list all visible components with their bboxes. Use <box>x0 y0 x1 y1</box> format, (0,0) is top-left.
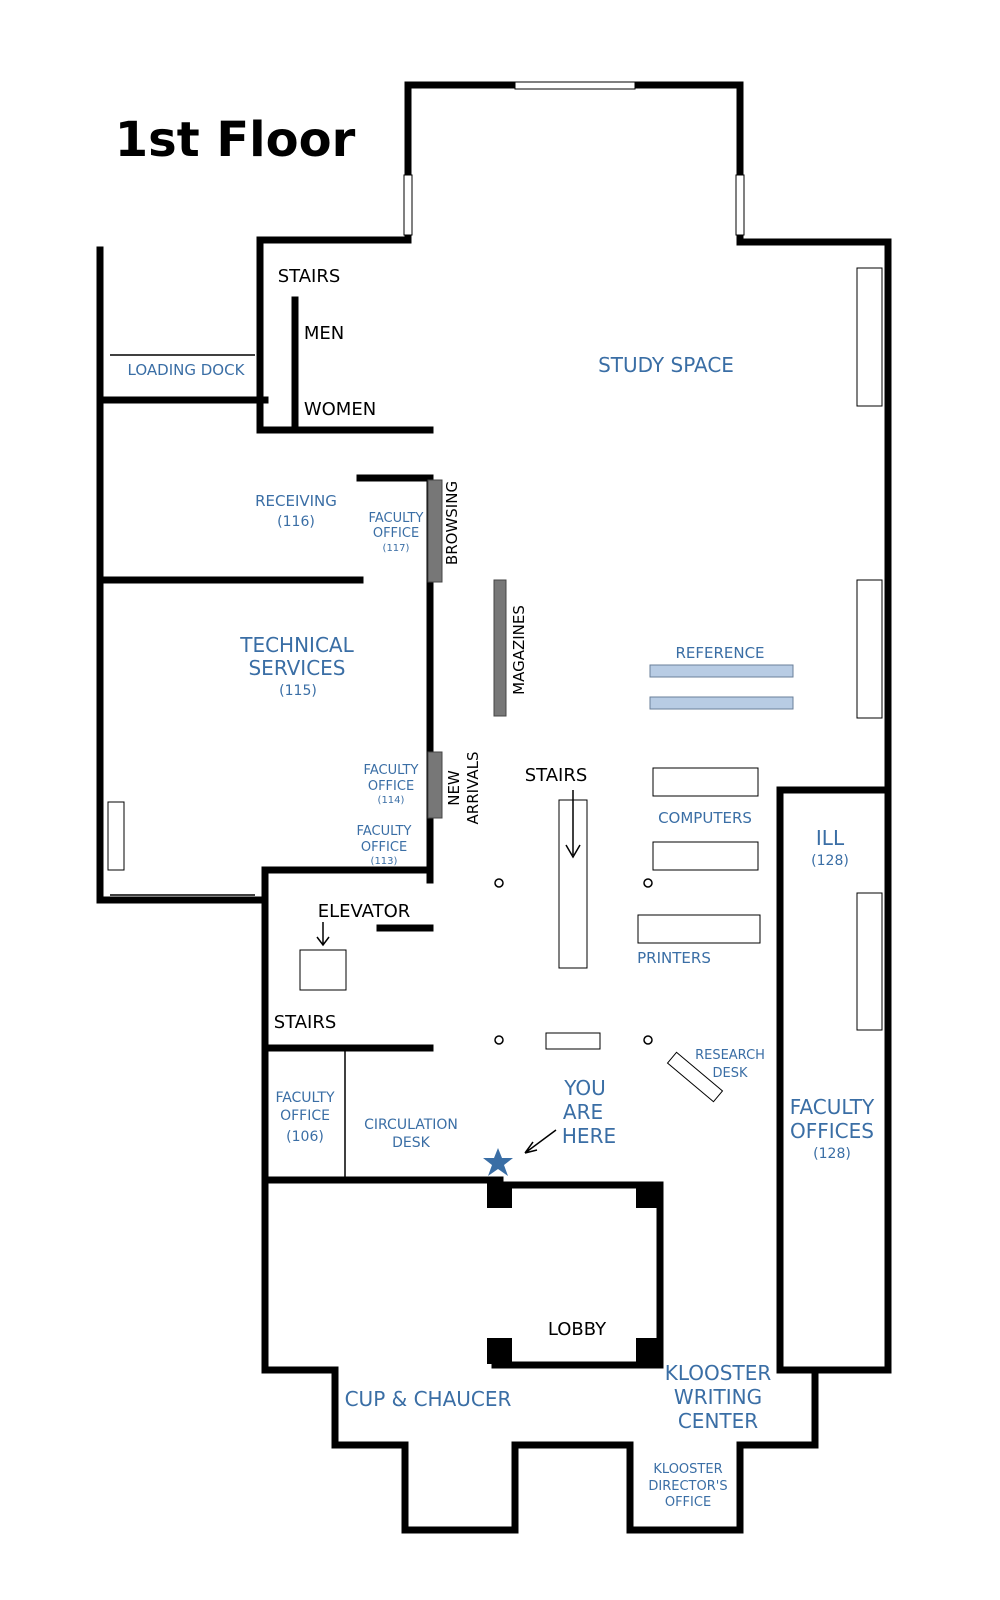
ill-label: ILL <box>816 826 845 850</box>
klooster-writing-center-label: KLOOSTER <box>665 1361 772 1385</box>
faculty-office-117-number: (117) <box>383 543 410 554</box>
faculty-office-117-label: FACULTY <box>369 511 424 526</box>
klooster-writing-center-label: CENTER <box>678 1409 758 1433</box>
you-are-here-label: YOU <box>563 1076 606 1100</box>
elevator-label: ELEVATOR <box>318 901 411 922</box>
ill-number: (128) <box>811 853 849 869</box>
study-space-label: STUDY SPACE <box>598 353 734 377</box>
faculty-office-114-label: FACULTY <box>364 763 419 778</box>
you-are-here-label: ARE <box>563 1100 603 1124</box>
faculty-office-113-label: FACULTY <box>357 824 412 839</box>
women-restroom-label: WOMEN <box>304 399 376 420</box>
windows <box>107 81 883 1031</box>
computer-table <box>652 841 759 871</box>
faculty-office-114-number: (114) <box>378 795 405 806</box>
faculty-offices-128-label: FACULTY <box>790 1095 875 1119</box>
technical-services-label: SERVICES <box>248 656 345 680</box>
new-arrivals-shelf <box>427 751 443 819</box>
stairs-center-label: STAIRS <box>525 765 588 786</box>
faculty-office-113-label: OFFICE <box>361 840 407 855</box>
new-arrivals-label: NEW <box>445 770 463 806</box>
browsing-shelf <box>427 479 443 583</box>
faculty-offices-128-number: (128) <box>813 1146 851 1162</box>
loading-dock-label: LOADING DOCK <box>128 361 246 379</box>
cup-chaucer-label: CUP & CHAUCER <box>345 1387 512 1411</box>
klooster-directors-office-label: OFFICE <box>665 1495 711 1510</box>
faculty-office-106-number: (106) <box>286 1129 324 1145</box>
faculty-offices-128-label: OFFICES <box>790 1119 874 1143</box>
lobby-label: LOBBY <box>548 1319 607 1340</box>
printer-table <box>637 914 761 944</box>
stairs-lower-label: STAIRS <box>274 1012 337 1033</box>
columns <box>494 878 653 1045</box>
faculty-office-106-label: OFFICE <box>280 1108 330 1124</box>
research-desk-label: DESK <box>712 1066 747 1081</box>
technical-services-label: TECHNICAL <box>239 633 354 657</box>
center-stairs <box>558 790 588 969</box>
browsing-label: BROWSING <box>443 481 461 565</box>
reference-shelf <box>649 664 794 678</box>
circulation-desk-label: CIRCULATION <box>364 1117 458 1133</box>
faculty-office-114-label: OFFICE <box>368 779 414 794</box>
elevator-arrow <box>316 922 330 947</box>
receiving-label: RECEIVING <box>255 492 337 510</box>
klooster-directors-office-label: KLOOSTER <box>653 1462 722 1477</box>
klooster-writing-center-label: WRITING <box>674 1385 762 1409</box>
research-desk-counter <box>666 1051 724 1103</box>
research-desk-label: RESEARCH <box>695 1048 765 1063</box>
star-icon <box>483 1148 513 1176</box>
printers-label: PRINTERS <box>637 949 711 967</box>
reference-shelf <box>649 696 794 710</box>
faculty-office-117-label: OFFICE <box>373 526 419 541</box>
elevator-car <box>299 949 347 991</box>
klooster-directors-office-label: DIRECTOR'S <box>648 1479 727 1494</box>
faculty-office-106-label: FACULTY <box>275 1090 335 1106</box>
new-arrivals-label: ARRIVALS <box>464 752 482 825</box>
technical-services-number: (115) <box>279 683 317 699</box>
reference-label: REFERENCE <box>675 644 764 662</box>
floor-title: 1st Floor <box>115 112 356 168</box>
pillars <box>487 1182 661 1364</box>
receiving-number: (116) <box>277 514 315 530</box>
table <box>545 1032 601 1050</box>
stairs-top-label: STAIRS <box>278 266 341 287</box>
shelves <box>299 479 794 1103</box>
you-are-here-label: HERE <box>562 1124 616 1148</box>
men-restroom-label: MEN <box>304 323 344 344</box>
you-are-here-arrow <box>524 1129 557 1154</box>
walls <box>96 81 892 1534</box>
faculty-office-113-number: (113) <box>371 856 398 867</box>
circulation-desk-label: DESK <box>392 1135 431 1151</box>
computers-label: COMPUTERS <box>658 809 752 827</box>
magazines-label: MAGAZINES <box>510 605 528 695</box>
computer-table <box>652 767 759 797</box>
magazines-shelf <box>493 579 507 717</box>
